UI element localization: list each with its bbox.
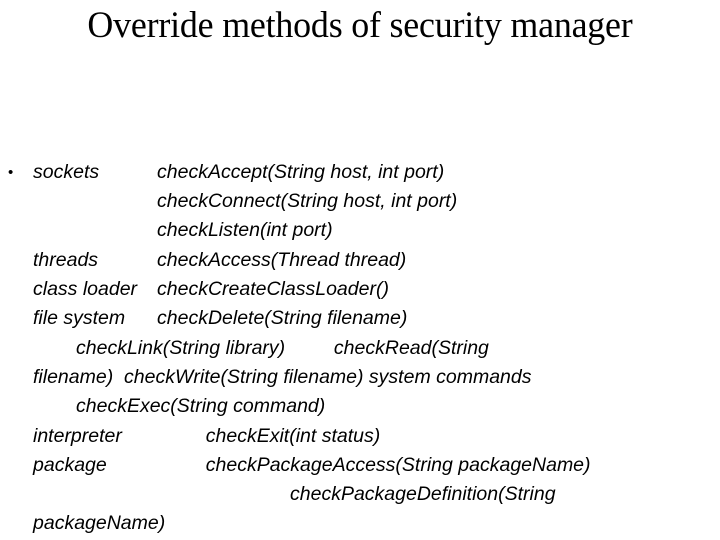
line-exec: checkExec(String command) bbox=[0, 392, 720, 421]
list-item-text: sockets checkAccept(String host, int port… bbox=[33, 161, 444, 183]
list-item-text: interpreter checkExit(int status) bbox=[33, 425, 380, 447]
category-label: package bbox=[33, 453, 107, 476]
bullet-icon: • bbox=[8, 163, 14, 181]
list-item-text: class loader checkCreateClassLoader() bbox=[33, 278, 389, 300]
line-package: package checkPackageAccess(String packag… bbox=[0, 451, 720, 480]
line-threads: threads checkAccess(Thread thread) bbox=[0, 246, 720, 275]
category-label: file system bbox=[33, 307, 126, 330]
line-interpreter: interpreter checkExit(int status) bbox=[0, 422, 720, 451]
line-listen: checkListen(int port) bbox=[0, 216, 720, 245]
method-label: checkPackageAccess(String packageName) bbox=[157, 453, 591, 476]
line-connect: checkConnect(String host, int port) bbox=[0, 187, 720, 216]
method-label: checkAccess(Thread thread) bbox=[157, 248, 407, 271]
list-item-text: checkListen(int port) bbox=[33, 219, 333, 241]
category-label: sockets bbox=[33, 160, 100, 183]
category-label: checkLink(String library) bbox=[76, 336, 286, 359]
method-label: checkCreateClassLoader() bbox=[157, 278, 389, 301]
category-label: interpreter bbox=[33, 424, 122, 447]
line-write-system: filename) checkWrite(String filename) sy… bbox=[0, 363, 720, 392]
line-sockets: • sockets checkAccept(String host, int por… bbox=[0, 158, 720, 187]
category-label: threads bbox=[33, 248, 99, 271]
list-item-text: checkExec(String command) bbox=[76, 395, 326, 418]
line-pkg-def: checkPackageDefinition(String bbox=[0, 480, 720, 509]
method-label: checkDelete(String filename) bbox=[157, 307, 408, 330]
list-item-text: checkLink(String library) checkRead(Stri… bbox=[76, 337, 489, 359]
line-class-loader: class loader checkCreateClassLoader() bbox=[0, 275, 720, 304]
content-list: • sockets checkAccept(String host, int por… bbox=[0, 70, 720, 540]
method-label: checkExit(int status) bbox=[157, 424, 381, 447]
list-item-text: threads checkAccess(Thread thread) bbox=[33, 249, 406, 271]
method-label: checkConnect(String host, int port) bbox=[157, 190, 458, 213]
list-item-text: checkConnect(String host, int port) bbox=[33, 190, 457, 212]
method-label: checkRead(String bbox=[285, 336, 489, 359]
line-link-read: checkLink(String library) checkRead(Stri… bbox=[0, 334, 720, 363]
category-label: class loader bbox=[33, 278, 138, 301]
list-item-text: file system checkDelete(String filename) bbox=[33, 307, 407, 329]
method-label: checkAccept(String host, int port) bbox=[157, 160, 445, 183]
line-pkg-name: packageName) bbox=[0, 509, 720, 538]
page-title: Override methods of security manager bbox=[87, 5, 633, 46]
list-item-text: checkPackageDefinition(String bbox=[290, 483, 556, 506]
method-label: checkListen(int port) bbox=[157, 219, 333, 242]
list-item-text: package checkPackageAccess(String packag… bbox=[33, 454, 591, 476]
list-item-text: packageName) bbox=[33, 512, 166, 535]
list-item-text: filename) checkWrite(String filename) sy… bbox=[33, 365, 532, 388]
line-file-system: file system checkDelete(String filename) bbox=[0, 304, 720, 333]
